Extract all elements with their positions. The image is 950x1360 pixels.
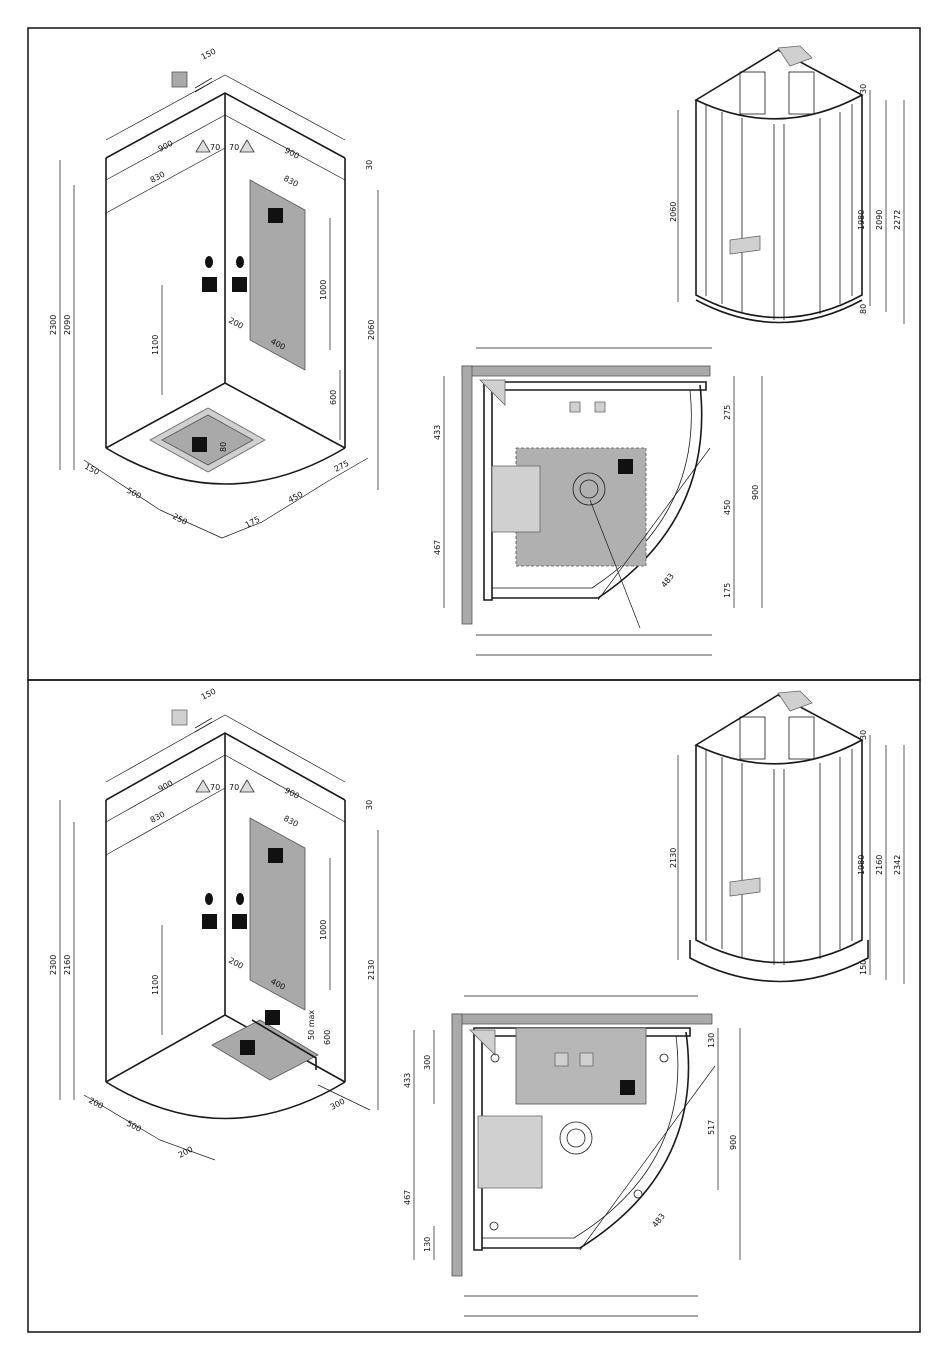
cabin-dim-3: 1980 <box>857 210 866 230</box>
inlet-left-icon <box>205 256 213 268</box>
iso2-top-dim-4: 70 <box>229 783 239 792</box>
plan2-right-dim-1: 130 <box>707 1033 716 1048</box>
iso2-side-dim-7: 600 <box>323 1030 332 1045</box>
bottom-isometric-view: 150 900 70 70 900 830 830 30 2300 2160 1… <box>49 687 378 1160</box>
iso-top-dim-5: 900 <box>283 146 301 161</box>
iso-side-dim-2: 2090 <box>63 315 72 335</box>
plan2-right-dim-3: 900 <box>729 1135 738 1150</box>
iso2-top-dim-7: 830 <box>282 814 300 829</box>
iso-floor-dim-4: 175 <box>244 515 262 530</box>
iso-top-dim-7: 830 <box>282 174 300 189</box>
iso2-side-dim-9: 2130 <box>367 960 376 980</box>
electrical-box-icon <box>172 72 187 87</box>
drain-marker <box>192 437 207 452</box>
iso-floor-dim-6: 275 <box>333 459 351 474</box>
plan-right-dim-1: 275 <box>723 405 732 420</box>
cabin2-dim-6: 150 <box>859 960 868 975</box>
iso-side-dim-5: 200 <box>227 316 245 331</box>
iso2-side-dim-2: 2160 <box>63 955 72 975</box>
iso-top-dim-6: 830 <box>149 170 167 185</box>
iso2-side-dim-4: 1000 <box>319 920 328 940</box>
iso-floor-dim-2: 500 <box>125 486 143 501</box>
electrical-box-icon-2 <box>172 710 187 725</box>
iso2-top-dim-5: 900 <box>283 786 301 801</box>
plan2-radius-dim: 483 <box>650 1212 667 1230</box>
plan-zone-marker <box>618 459 633 474</box>
iso2-top-dim-1: 150 <box>200 687 218 702</box>
plan-left-dim-1: 433 <box>433 425 442 440</box>
plan-right-dim-3: 175 <box>723 583 732 598</box>
iso2-side-dim-5: 200 <box>227 956 245 971</box>
iso-top-dim-3: 70 <box>210 143 220 152</box>
plan-left-dim-2: 467 <box>433 540 442 555</box>
warning-right-icon <box>240 140 254 152</box>
iso-top-dim-8: 30 <box>365 160 374 170</box>
iso-floor-dim-1: 150 <box>83 462 101 477</box>
cabin2-dim-4: 2160 <box>875 855 884 875</box>
iso-top-dim-4: 70 <box>229 143 239 152</box>
iso2-floor-dim-4: 300 <box>329 1097 347 1112</box>
iso2-side-dim-3: 1100 <box>151 975 160 995</box>
plan-radius-dim: 483 <box>659 572 676 590</box>
top-plan-view: 433 467 275 450 175 900 483 <box>433 348 762 655</box>
iso-side-dim-3: 1100 <box>151 335 160 355</box>
iso-side-dim-8: 2060 <box>367 320 376 340</box>
iso-top-dim-2: 900 <box>157 139 175 154</box>
inlet-left-marker <box>202 277 217 292</box>
cabin2-dim-5: 2342 <box>893 855 902 875</box>
top-isometric-view: 150 900 70 70 900 830 830 30 2300 2090 1… <box>49 47 378 538</box>
plan2-left-dim-1: 433 <box>403 1073 412 1088</box>
iso2-top-dim-3: 70 <box>210 783 220 792</box>
iso-floor-dim-3: 250 <box>171 512 189 527</box>
top-cabin-view: 2060 30 1980 2090 2272 80 <box>669 46 904 324</box>
bottom-cabin-view: 2130 30 1980 2160 2342 150 <box>669 691 904 984</box>
iso-floor-dim-5: 450 <box>287 490 305 505</box>
plan2-left-dim-4: 130 <box>423 1237 432 1252</box>
warning-right-icon-2 <box>240 780 254 792</box>
iso2-floor-dim-1: 200 <box>87 1096 105 1111</box>
cabin2-dim-2: 30 <box>859 730 868 740</box>
iso2-top-dim-8: 30 <box>365 800 374 810</box>
iso2-top-dim-2: 900 <box>157 779 175 794</box>
plan-right-dim-2: 450 <box>723 500 732 515</box>
plan2-right-dim-2: 517 <box>707 1120 716 1135</box>
iso-side-dim-4: 1000 <box>319 280 328 300</box>
inlet-right-marker <box>232 277 247 292</box>
plan2-left-dim-2: 300 <box>423 1055 432 1070</box>
bottom-plan-view: 433 300 467 130 130 517 900 483 <box>403 996 740 1316</box>
cabin-dim-6: 80 <box>859 304 868 314</box>
cabin-dim-4: 2090 <box>875 210 884 230</box>
warning-left-icon <box>196 140 210 152</box>
iso2-side-dim-8: 50 max <box>307 1010 316 1040</box>
cabin2-dim-3: 1980 <box>857 855 866 875</box>
plan-right-dim-4: 900 <box>751 485 760 500</box>
cabin-dim-5: 2272 <box>893 210 902 230</box>
iso-top-dim-1: 150 <box>200 47 218 62</box>
iso-side-dim-7: 600 <box>329 390 338 405</box>
iso-side-dim-9: 80 <box>219 442 228 452</box>
cabin2-dim-1: 2130 <box>669 848 678 868</box>
warning-left-icon-2 <box>196 780 210 792</box>
inlet-right-icon <box>236 256 244 268</box>
iso2-floor-dim-2: 500 <box>125 1119 143 1134</box>
panel-marker <box>268 208 283 223</box>
cabin-dim-1: 2060 <box>669 202 678 222</box>
plan2-left-dim-3: 467 <box>403 1190 412 1205</box>
iso2-side-dim-1: 2300 <box>49 955 58 975</box>
iso-side-dim-1: 2300 <box>49 315 58 335</box>
cabin-dim-2: 30 <box>859 84 868 94</box>
